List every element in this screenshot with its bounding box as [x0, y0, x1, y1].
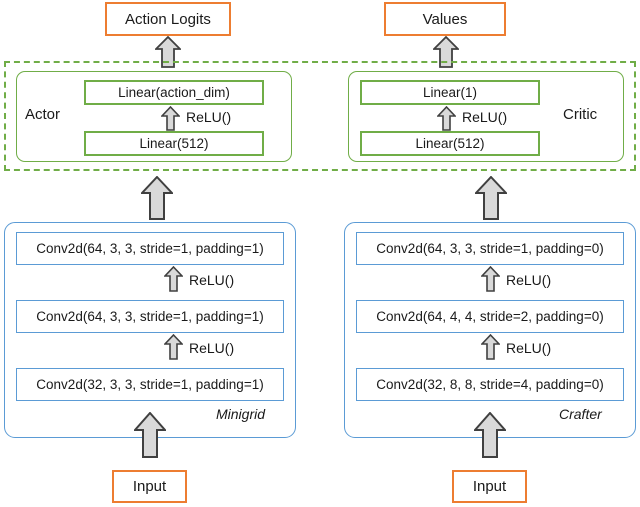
flow-arrow-minigrid-to-actor	[141, 176, 173, 220]
minigrid-relu-arrow-2	[164, 266, 183, 292]
crafter-group-label: Crafter	[559, 406, 602, 422]
relu-arrow-actor	[161, 106, 180, 131]
crafter-relu-label-1: ReLU()	[506, 340, 552, 356]
actor-relu-label: ReLU()	[186, 109, 232, 125]
output-box-action-logits: Action Logits	[105, 2, 231, 36]
minigrid-relu-label-1: ReLU()	[189, 340, 235, 356]
flow-arrow-critic-to-values	[433, 36, 459, 68]
output-box-values: Values	[384, 2, 506, 36]
minigrid-group-label: Minigrid	[216, 406, 266, 422]
critic-linear-hidden-label: Linear(512)	[415, 136, 485, 151]
actor-linear-hidden-label: Linear(512)	[139, 136, 209, 151]
crafter-relu-arrow-1	[481, 334, 500, 360]
crafter-conv-layer-2-label: Conv2d(64, 4, 4, stride=2, padding=0)	[376, 309, 604, 324]
actor-linear-output-label: Linear(action_dim)	[118, 85, 230, 100]
crafter-conv-layer-3: Conv2d(64, 3, 3, stride=1, padding=0)	[356, 232, 624, 265]
input-label-minigrid: Input	[132, 478, 167, 495]
flow-arrow-input-to-crafter	[474, 412, 506, 458]
output-label-values: Values	[422, 10, 468, 28]
output-label-action-logits: Action Logits	[125, 10, 211, 28]
actor-linear-hidden: Linear(512)	[84, 131, 264, 156]
crafter-conv-layer-1-label: Conv2d(32, 8, 8, stride=4, padding=0)	[376, 377, 604, 392]
critic-linear-hidden: Linear(512)	[360, 131, 540, 156]
minigrid-conv-layer-1-label: Conv2d(32, 3, 3, stride=1, padding=1)	[36, 377, 264, 392]
flow-arrow-actor-to-action-logits	[155, 36, 181, 68]
actor-critic-region	[4, 61, 636, 171]
crafter-conv-layer-3-label: Conv2d(64, 3, 3, stride=1, padding=0)	[376, 241, 604, 256]
actor-group-label: Actor	[25, 106, 61, 123]
crafter-relu-arrow-2	[481, 266, 500, 292]
input-box-minigrid: Input	[112, 470, 187, 503]
minigrid-conv-layer-2: Conv2d(64, 3, 3, stride=1, padding=1)	[16, 300, 284, 333]
critic-linear-output-label: Linear(1)	[422, 85, 478, 100]
input-label-crafter: Input	[472, 478, 507, 495]
minigrid-relu-label-2: ReLU()	[189, 272, 235, 288]
minigrid-relu-arrow-1	[164, 334, 183, 360]
flow-arrow-input-to-minigrid	[134, 412, 166, 458]
relu-arrow-critic	[437, 106, 456, 131]
critic-linear-output: Linear(1)	[360, 80, 540, 105]
input-box-crafter: Input	[452, 470, 527, 503]
minigrid-conv-layer-3-label: Conv2d(64, 3, 3, stride=1, padding=1)	[36, 241, 264, 256]
flow-arrow-crafter-to-critic	[475, 176, 507, 220]
critic-relu-label: ReLU()	[462, 109, 508, 125]
crafter-conv-layer-2: Conv2d(64, 4, 4, stride=2, padding=0)	[356, 300, 624, 333]
actor-linear-output: Linear(action_dim)	[84, 80, 264, 105]
crafter-conv-layer-1: Conv2d(32, 8, 8, stride=4, padding=0)	[356, 368, 624, 401]
minigrid-conv-layer-3: Conv2d(64, 3, 3, stride=1, padding=1)	[16, 232, 284, 265]
minigrid-conv-layer-1: Conv2d(32, 3, 3, stride=1, padding=1)	[16, 368, 284, 401]
minigrid-conv-layer-2-label: Conv2d(64, 3, 3, stride=1, padding=1)	[36, 309, 264, 324]
crafter-relu-label-2: ReLU()	[506, 272, 552, 288]
critic-group-label: Critic	[563, 106, 598, 123]
